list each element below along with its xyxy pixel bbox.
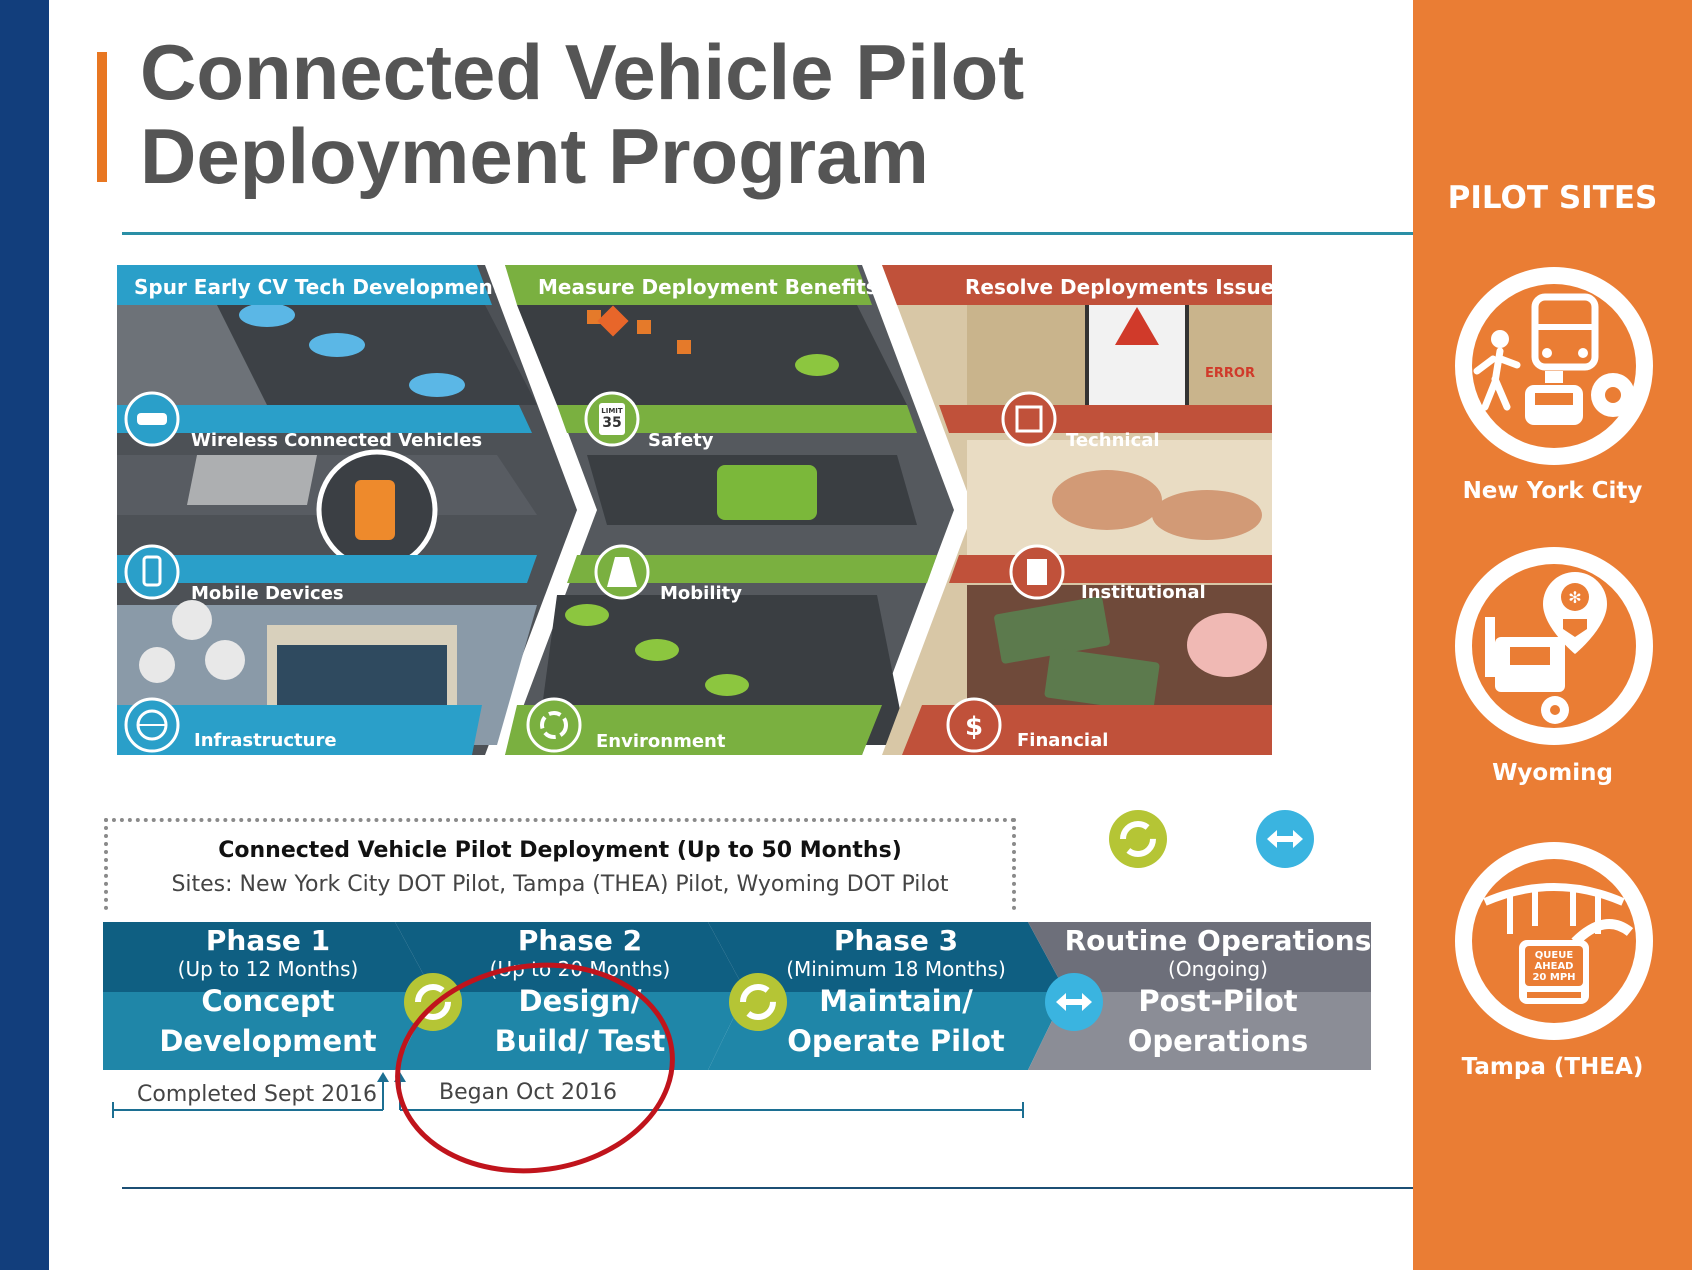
phase-routine: Routine Operations (Ongoing) Post-Pilot …: [1063, 922, 1373, 1061]
title-divider: [122, 232, 1413, 235]
title-line-1: Connected Vehicle Pilot: [140, 28, 1025, 116]
page-title: Connected Vehicle Pilot Deployment Progr…: [140, 30, 1240, 198]
speed-limit-word: LIMIT: [601, 407, 623, 415]
speed-limit-sign: LIMIT 35: [600, 407, 624, 430]
phase-2-body-line1: Design/: [518, 984, 642, 1018]
title-line-2: Deployment Program: [140, 112, 929, 200]
arrow-legend-icon: [1256, 810, 1314, 868]
timeline-box-frame: [104, 818, 1016, 910]
title-accent-bar: [97, 52, 107, 182]
footer-divider: [122, 1187, 1413, 1189]
label-mobile-devices: Mobile Devices: [191, 583, 344, 604]
routine-body-line1: Post-Pilot: [1138, 984, 1298, 1018]
routine-title: Routine Operations: [1064, 924, 1372, 957]
site-label-new-york-city: New York City: [1462, 478, 1643, 504]
phase-2-body-line2: Build/ Test: [494, 1024, 666, 1058]
label-financial: Financial: [1017, 730, 1109, 751]
phase-3-duration: (Minimum 18 Months): [786, 957, 1006, 981]
timeline-box-title: Connected Vehicle Pilot Deployment (Up t…: [218, 838, 902, 863]
globe-icon: [124, 697, 180, 753]
phase-3-title: Phase 3: [833, 924, 959, 957]
bidirectional-arrow-icon: [1045, 973, 1103, 1031]
phase-1-body-line1: Concept: [201, 984, 335, 1018]
sign-line-3: 20 MPH: [1532, 972, 1576, 983]
panel-title-spur: Spur Early CV Tech Development: [134, 275, 503, 299]
phase-2-title: Phase 2: [517, 924, 643, 957]
label-mobility: Mobility: [660, 583, 743, 604]
site-label-tampa: Tampa (THEA): [1461, 1054, 1644, 1080]
label-wireless-connected-vehicles: Wireless Connected Vehicles: [191, 430, 483, 451]
error-screen-text: ERROR: [1205, 366, 1255, 381]
site-label-wyoming: Wyoming: [1492, 760, 1613, 786]
cycle-icon: [404, 973, 462, 1031]
phase-3-body-line1: Maintain/: [819, 984, 973, 1018]
label-technical: Technical: [1066, 430, 1160, 451]
queue-ahead-sign: QUEUE AHEAD 20 MPH: [1519, 950, 1589, 983]
routine-body-line2: Operations: [1127, 1024, 1309, 1058]
svg-text:$: $: [965, 712, 983, 742]
panel-spur-background: [117, 265, 577, 755]
phase-1: Phase 1 (Up to 12 Months) Concept Develo…: [103, 922, 433, 1061]
phase-2-began-note: Began Oct 2016: [439, 1080, 618, 1105]
phase-2: Phase 2 (Up to 20 Months) Design/ Build/…: [415, 922, 745, 1061]
label-safety: Safety: [648, 430, 714, 451]
left-accent-bar: [0, 0, 49, 1270]
label-environment: Environment: [596, 731, 726, 752]
panel-title-resolve: Resolve Deployments Issues: [965, 275, 1287, 299]
pilot-sites-heading: PILOT SITES: [1447, 180, 1658, 216]
dollar-icon: [946, 697, 1002, 753]
phase-1-duration: (Up to 12 Months): [177, 957, 359, 981]
wyoming-truck-icon: ✻: [1455, 547, 1653, 745]
routine-duration: (Ongoing): [1168, 957, 1268, 981]
phase-3-body-line2: Operate Pilot: [787, 1024, 1005, 1058]
phase-1-completed-note: Completed Sept 2016: [137, 1082, 378, 1107]
recycle-icon: [526, 697, 582, 753]
label-infrastructure: Infrastructure: [194, 730, 337, 751]
sign-line-1: QUEUE: [1534, 950, 1574, 961]
sign-line-2: AHEAD: [1534, 961, 1574, 972]
label-institutional: Institutional: [1081, 582, 1206, 603]
svg-text:✻: ✻: [1568, 588, 1581, 607]
highlight-circle: [395, 962, 675, 1174]
speed-limit-icon: [584, 391, 640, 447]
phase-1-title: Phase 1: [205, 924, 331, 957]
document-icon: [1009, 544, 1065, 600]
tampa-expressway-icon: [1455, 842, 1653, 1040]
phone-icon: [124, 544, 180, 600]
cycle-icon: [729, 973, 787, 1031]
timeline-box-sites: Sites: New York City DOT Pilot, Tampa (T…: [171, 872, 949, 897]
nyc-transport-icon: [1455, 267, 1653, 465]
circuit-icon: [1001, 391, 1057, 447]
road-icon: [594, 544, 650, 600]
speed-limit-number: 35: [602, 415, 622, 431]
car-icon: [124, 391, 180, 447]
panels-illustration: $: [117, 265, 1272, 755]
panel-title-measure: Measure Deployment Benefits: [538, 275, 878, 299]
phase-1-body-line2: Development: [159, 1024, 377, 1058]
phase-3: Phase 3 (Minimum 18 Months) Maintain/ Op…: [728, 922, 1064, 1061]
cycle-legend-icon: [1109, 810, 1167, 868]
